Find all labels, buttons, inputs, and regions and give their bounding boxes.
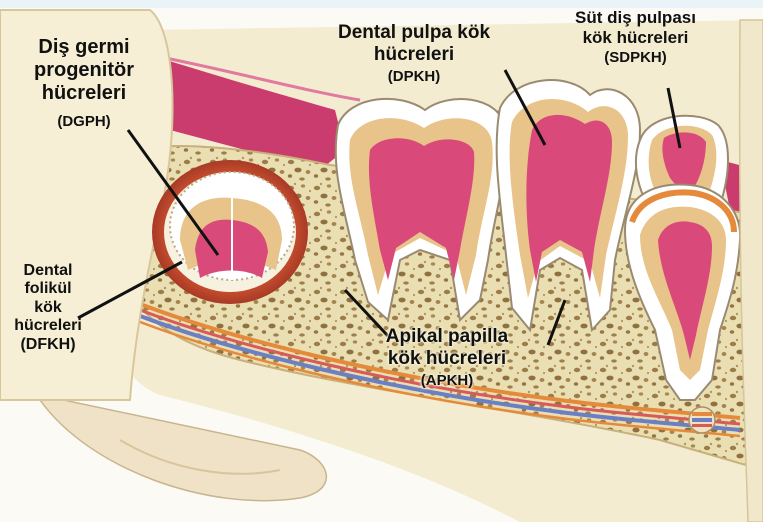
label-dfkh-line: Dental [8, 262, 88, 280]
label-apkh-line: Apikal papilla [352, 326, 542, 348]
nerve-cross-section [689, 407, 715, 433]
label-sdpkh: Süt diş pulpası kök hücreleri (SDPKH) [553, 8, 718, 66]
label-dgph-abbr: (DGPH) [10, 113, 158, 130]
label-dpkh-line: Dental pulpa kök [325, 22, 503, 44]
label-dfkh-line: folikül [8, 280, 88, 298]
label-sdpkh-line: kök hücreleri [553, 28, 718, 48]
label-dpkh-line: hücreleri [325, 44, 503, 66]
tooth-germ [152, 160, 308, 304]
label-apkh: Apikal papilla kök hücreleri (APKH) [352, 326, 542, 389]
label-dgph: Diş germi progenitör hücreleri (DGPH) [10, 36, 158, 130]
label-dfkh-line: kök [8, 299, 88, 317]
label-dpkh: Dental pulpa kök hücreleri (DPKH) [325, 22, 503, 85]
label-sdpkh-line: Süt diş pulpası [553, 8, 718, 28]
label-dpkh-abbr: (DPKH) [325, 68, 503, 85]
label-dgph-line: progenitör [10, 59, 158, 82]
label-dgph-line: hücreleri [10, 82, 158, 105]
label-dfkh: Dental folikül kök hücreleri (DFKH) [8, 262, 88, 354]
label-dgph-line: Diş germi [10, 36, 158, 59]
label-apkh-line: kök hücreleri [352, 348, 542, 370]
top-strip [0, 0, 763, 8]
label-dfkh-abbr: (DFKH) [8, 336, 88, 354]
label-dfkh-line: hücreleri [8, 317, 88, 335]
label-sdpkh-abbr: (SDPKH) [553, 49, 718, 66]
label-apkh-abbr: (APKH) [352, 372, 542, 389]
